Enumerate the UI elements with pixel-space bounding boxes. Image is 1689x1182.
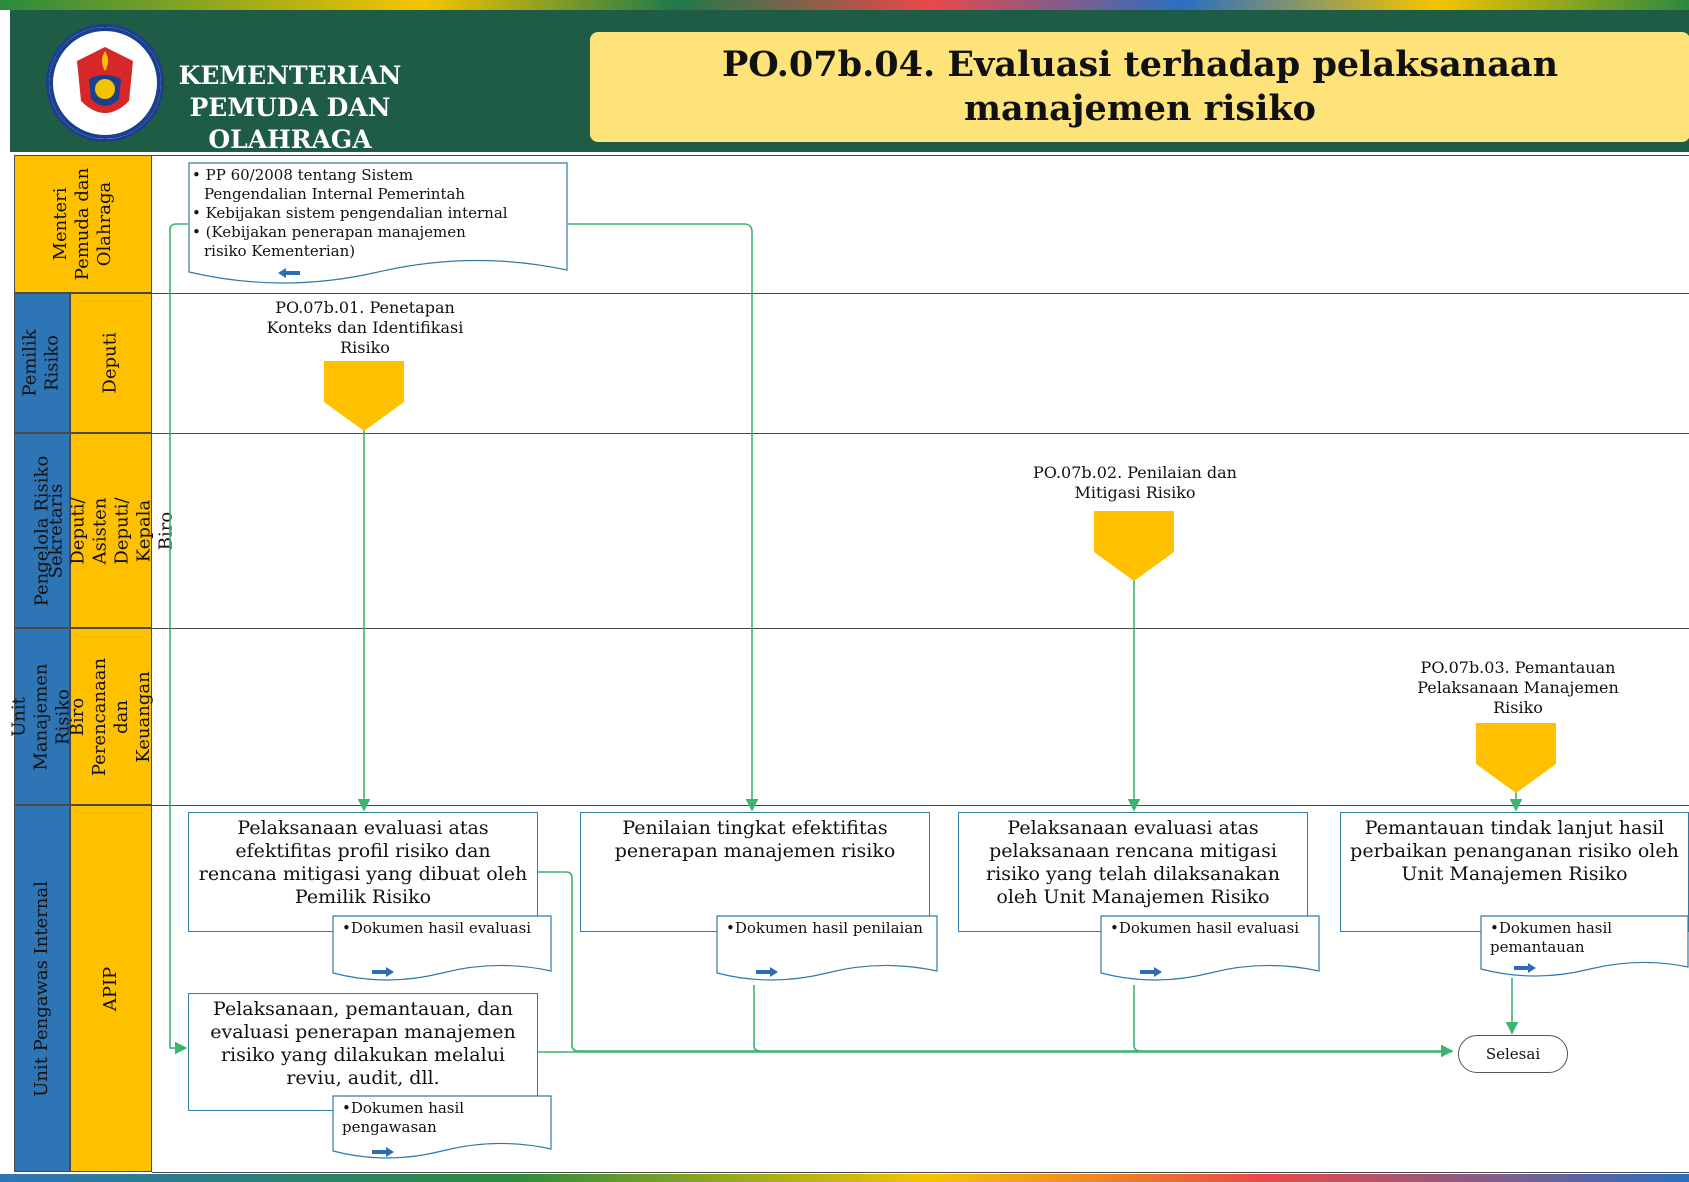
lane-group-umr: Unit Manajemen Risiko [9,628,74,805]
offpage-connector-icon [1476,723,1556,793]
process-text: Pelaksanaan, pemantauan, dan evaluasi pe… [210,998,516,1089]
arrow-right-icon [372,967,394,977]
connector-label: PO.07b.01. Penetapan Konteks dan Identif… [266,298,464,357]
connector-label: PO.07b.03. Pemantauan Pelaksanaan Manaje… [1417,658,1619,717]
lane-divider [152,433,1689,434]
policy-line: • (Kebijakan penerapan manajemen [192,223,466,241]
policy-line: • Kebijakan sistem pengendalian internal [192,204,508,222]
output-document: Dokumen hasil pemantauan [1480,915,1689,983]
document-label: Dokumen hasil pengawasan [342,1099,465,1136]
arrow-right-icon [1140,967,1162,977]
output-document: Dokumen hasil evaluasi [332,915,552,987]
document-label: Dokumen hasil evaluasi [350,919,532,937]
process-box: Pelaksanaan, pemantauan, dan evaluasi pe… [188,993,538,1111]
offpage-connector-icon [324,361,404,431]
arrow-left-icon [278,268,300,278]
policy-line: Pengendalian Internal Pemerintah [204,185,466,203]
lane-role-sekretaris: Sekretaris Deputi/ Asisten Deputi/ Kepal… [45,433,176,628]
process-text: Pelaksanaan evaluasi atas pelaksanaan re… [986,817,1280,908]
lane-divider [152,155,1689,156]
document-label: Dokumen hasil evaluasi [1118,919,1300,937]
page-title: PO.07b.04. Evaluasi terhadap pelaksanaan… [721,44,1559,129]
lane-role-apip: APIP [70,805,152,1172]
arrow-right-icon [756,967,778,977]
process-box: Pelaksanaan evaluasi atas efektifitas pr… [188,812,538,932]
lane-role-menteri: Menteri Pemuda dan Olahraga [14,155,152,293]
lane-group-upi: Unit Pengawas Internal [14,805,70,1172]
lane-divider [152,1172,1689,1173]
arrow-right-icon [1514,963,1536,973]
title-box: PO.07b.04. Evaluasi terhadap pelaksanaan… [590,32,1689,142]
offpage-connector-icon [1094,511,1174,581]
policy-line: risiko Kementerian) [204,242,356,260]
document-label: Dokumen hasil pemantauan [1490,919,1613,956]
lane-role-deputi: Deputi [70,293,152,433]
lane-group-pengelola: Pengelola Risiko [14,433,70,628]
output-document: Dokumen hasil penilaian [716,915,938,987]
policy-document: • PP 60/2008 tentang Sistem Pengendalian… [188,162,568,287]
lane-divider [152,805,1689,806]
lane-divider [152,628,1689,629]
end-terminator: Selesai [1458,1035,1568,1073]
process-text: Pelaksanaan evaluasi atas efektifitas pr… [198,817,528,908]
lane-group-pemilik: Pemilik Risiko [14,293,70,433]
lane-divider [152,293,1689,294]
output-document: Dokumen hasil evaluasi [1100,915,1320,987]
process-text: Pemantauan tindak lanjut hasil perbaikan… [1350,817,1679,885]
process-box: Pemantauan tindak lanjut hasil perbaikan… [1340,812,1689,932]
header-bar: KEMENTERIAN PEMUDA DAN OLAHRAGA PO.07b.0… [10,10,1689,154]
bottom-stripe [0,1174,1689,1182]
arrow-right-icon [372,1147,394,1157]
lane-role-biro: Biro Perencanaan dan Keuangan [67,628,154,805]
process-box: Pelaksanaan evaluasi atas pelaksanaan re… [958,812,1308,932]
policy-line: • PP 60/2008 tentang Sistem [192,166,414,184]
ministry-logo [46,24,164,142]
process-text: Penilaian tingkat efektifitas penerapan … [614,817,896,862]
ministry-name: KEMENTERIAN PEMUDA DAN OLAHRAGA [178,61,402,154]
document-label: Dokumen hasil penilaian [734,919,923,937]
end-label: Selesai [1485,1045,1541,1063]
process-box: Penilaian tingkat efektifitas penerapan … [580,812,930,932]
top-stripe [0,0,1689,10]
connector-label: PO.07b.02. Penilaian dan Mitigasi Risiko [1033,463,1237,502]
output-document: Dokumen hasil pengawasan [332,1095,552,1165]
